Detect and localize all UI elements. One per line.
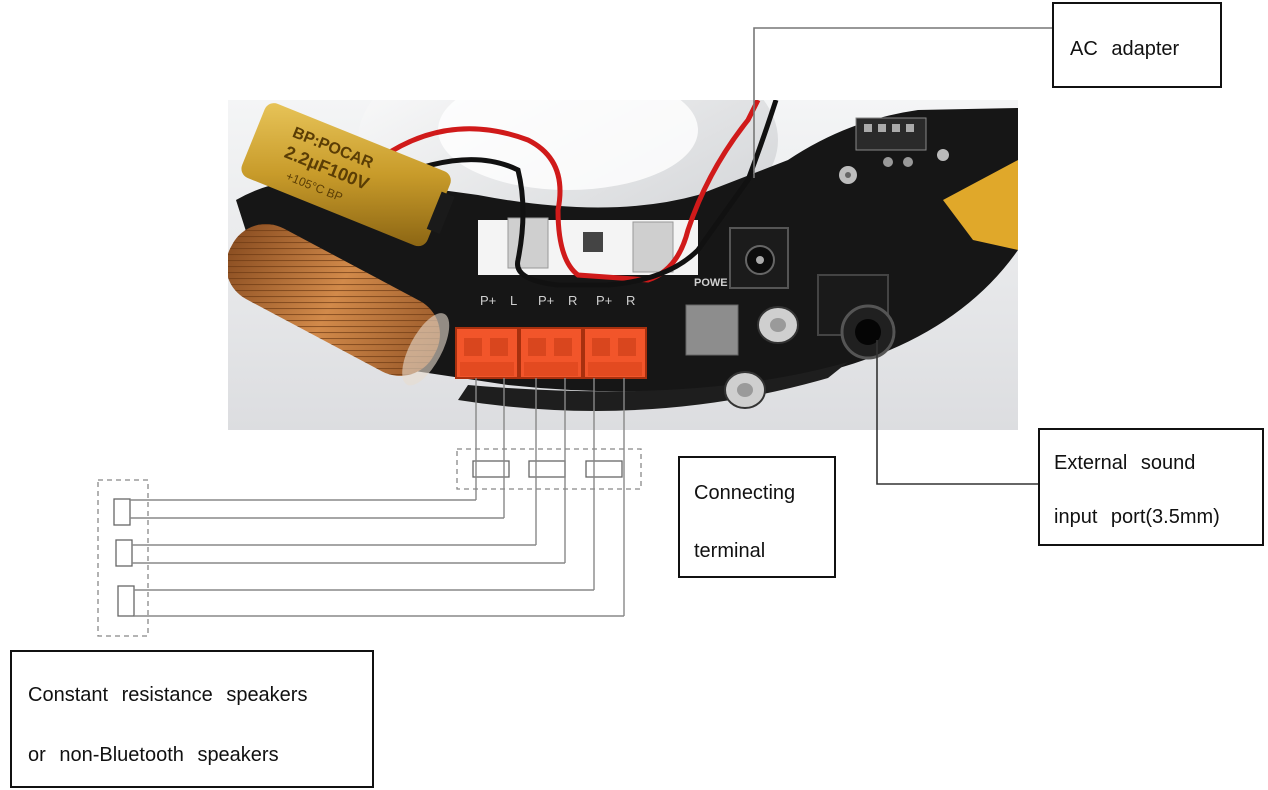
- wire-clip-right: [632, 221, 674, 273]
- external-sound-label-line1: External sound: [1054, 452, 1196, 474]
- terminal-label-3: P+: [538, 293, 554, 308]
- orange-terminal-3: [583, 327, 647, 379]
- yellow-tape: [943, 160, 1018, 250]
- callout-connecting-terminal: Connecting terminal: [678, 456, 836, 578]
- connecting-terminal-dashed-box: [456, 448, 642, 490]
- external-sound-label-line2: input port(3.5mm): [1054, 506, 1220, 528]
- connecting-terminal-label-line2: terminal: [694, 540, 766, 562]
- audio-jack-35mm: [817, 274, 896, 360]
- terminal-label-5: P+: [596, 293, 612, 308]
- terminal-label-2: L: [510, 293, 517, 308]
- callout-speakers: Constant resistance speakers or non-Blue…: [10, 650, 374, 788]
- speaker-3-symbol: [117, 585, 135, 617]
- terminal-label-4: R: [568, 293, 577, 308]
- capacitor: BP:POCAR 2.2μF100V +105°C BP: [241, 103, 455, 247]
- terminal-block-3: [585, 460, 623, 478]
- power-label: POWE: [694, 277, 728, 289]
- speakers-label-line1: Constant resistance speakers: [28, 684, 308, 706]
- ac-adapter-label: AC adapter: [1070, 38, 1180, 60]
- terminal-label-1: P+: [480, 293, 496, 308]
- orange-terminal-2: [519, 327, 583, 379]
- speakers-dashed-box: [97, 479, 149, 637]
- black-wire: [386, 100, 779, 288]
- speaker-1-symbol: [113, 498, 131, 526]
- speakers-label-line2: or non-Bluetooth speakers: [28, 744, 279, 766]
- terminal-label-6: R: [626, 293, 635, 308]
- callout-external-sound-input: External sound input port(3.5mm): [1038, 428, 1264, 546]
- red-wire: [376, 100, 761, 283]
- terminal-block-1: [472, 460, 510, 478]
- inductor-coil: [228, 224, 450, 386]
- circuit-board-photo: BP:POCAR 2.2μF100V +105°C BP P+ L P+ R P…: [228, 100, 1018, 430]
- power-jack: [729, 227, 789, 289]
- connecting-terminal-label-line1: Connecting: [694, 482, 796, 504]
- wire-clip-left: [507, 217, 549, 269]
- callout-ac-adapter: AC adapter: [1052, 2, 1222, 88]
- speaker-2-symbol: [115, 539, 133, 567]
- terminal-block-2: [528, 460, 566, 478]
- orange-terminal-1: [455, 327, 519, 379]
